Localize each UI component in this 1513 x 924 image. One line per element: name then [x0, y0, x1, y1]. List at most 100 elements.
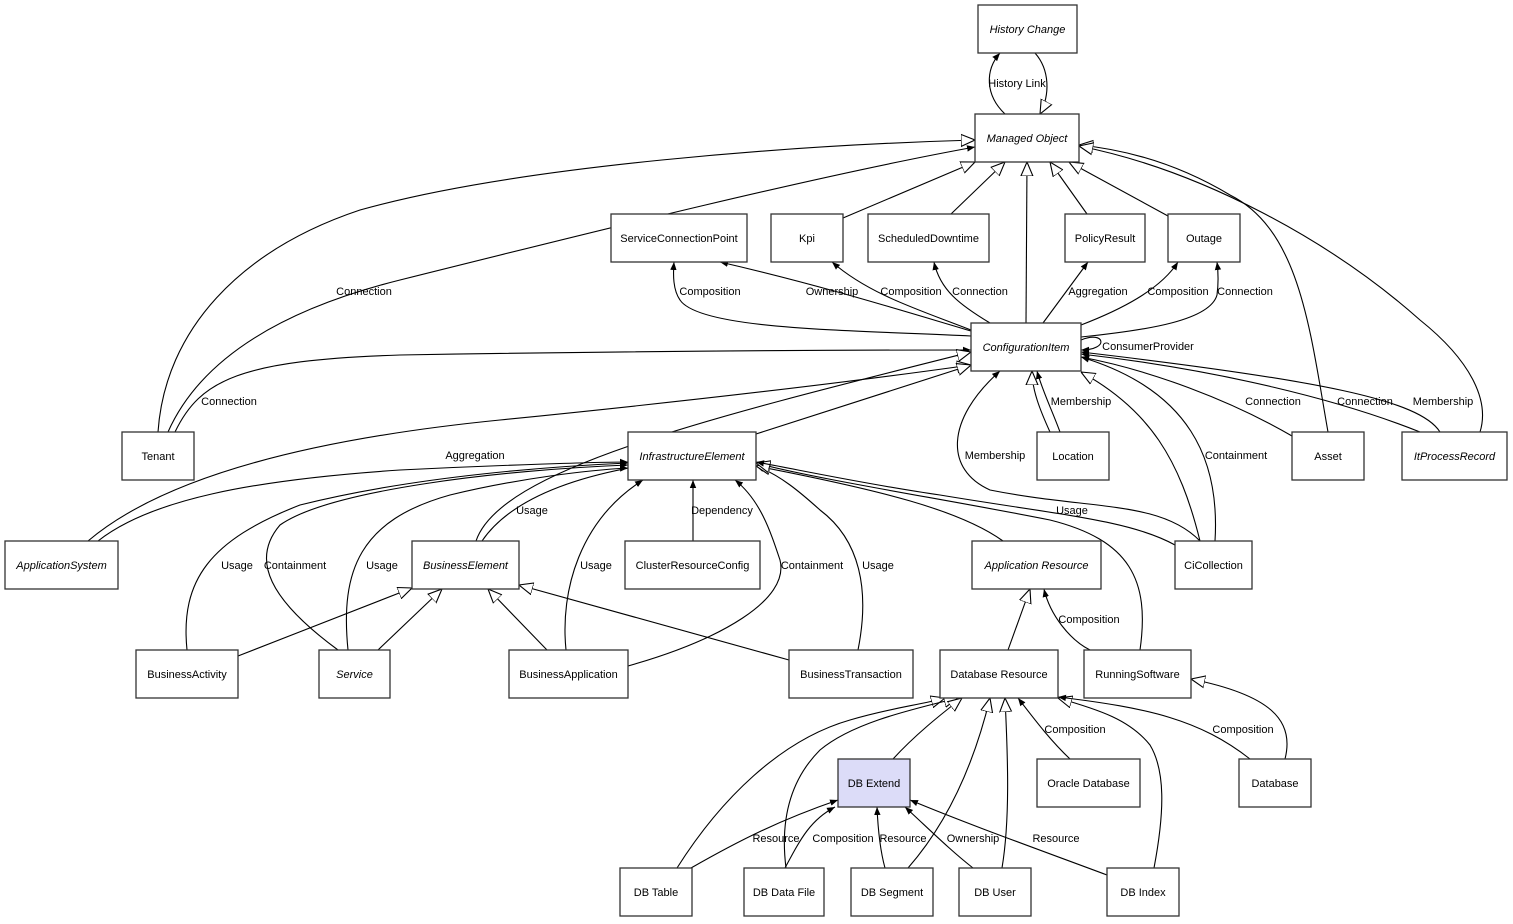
class-node-dbuser[interactable]: DB User: [958, 867, 1032, 917]
class-box[interactable]: [1238, 758, 1312, 808]
class-node-cicollection[interactable]: CiCollection: [1174, 540, 1253, 590]
association-edge-ci-to-ci: [1080, 336, 1102, 354]
class-name: Database Resource: [950, 669, 1047, 681]
class-node-dbtable[interactable]: DB Table: [619, 867, 693, 917]
filled-arrow-icon: [265, 462, 629, 651]
class-box[interactable]: [508, 649, 629, 699]
class-node-infra[interactable]: InfrastructureElement: [627, 431, 757, 481]
class-node-scp[interactable]: ServiceConnectionPoint: [610, 213, 748, 263]
filled-arrow-icon: [690, 799, 839, 869]
class-box[interactable]: [971, 540, 1102, 590]
class-node-asset[interactable]: Asset: [1291, 431, 1365, 481]
class-node-running[interactable]: RunningSoftware: [1083, 649, 1192, 699]
inheritance-edge-itprocess-to-managedobject: [1079, 146, 1484, 433]
class-box[interactable]: [1167, 213, 1241, 263]
class-box[interactable]: [850, 867, 934, 917]
class-node-outage[interactable]: Outage: [1167, 213, 1241, 263]
class-name: Application Resource: [984, 560, 1089, 572]
class-box[interactable]: [939, 649, 1059, 699]
class-node-dbsegment[interactable]: DB Segment: [850, 867, 934, 917]
edge-label: Connection: [336, 286, 392, 298]
filled-arrow-icon: [874, 806, 886, 869]
hollow-triangle-arrow-icon: [676, 698, 945, 869]
association-edge-biztrans-to-infra: [755, 465, 864, 651]
class-node-location[interactable]: Location: [1036, 431, 1110, 481]
class-box[interactable]: [974, 113, 1080, 163]
class-name: InfrastructureElement: [639, 451, 745, 463]
inheritance-edge-cicollection-to-ci: [1081, 372, 1201, 542]
association-edge-managedobject-to-historychange: [988, 52, 1006, 115]
class-node-service[interactable]: Service: [318, 649, 391, 699]
class-box[interactable]: [1106, 867, 1180, 917]
class-box[interactable]: [619, 867, 693, 917]
class-box[interactable]: [837, 758, 911, 808]
filled-arrow-icon: [1080, 356, 1217, 542]
class-node-managedobject[interactable]: Managed Object: [974, 113, 1080, 163]
class-node-dbextend[interactable]: DB Extend: [837, 758, 911, 808]
hollow-triangle-arrow-icon: [488, 589, 548, 651]
edge-label: Connection: [1217, 286, 1273, 298]
hollow-triangle-arrow-icon: [1058, 698, 1163, 869]
class-box[interactable]: [624, 540, 761, 590]
class-box[interactable]: [411, 540, 520, 590]
class-node-dbres[interactable]: Database Resource: [939, 649, 1059, 699]
class-box[interactable]: [627, 431, 757, 481]
edge-label: Composition: [1044, 724, 1105, 736]
association-edge-itprocess-to-ci: [1080, 349, 1441, 433]
class-box[interactable]: [970, 322, 1082, 372]
filled-arrow-icon: [988, 52, 1006, 115]
class-box[interactable]: [121, 431, 195, 481]
class-node-appres[interactable]: Application Resource: [971, 540, 1102, 590]
class-node-policy[interactable]: PolicyResult: [1064, 213, 1146, 263]
association-edge-bizactivity-to-infra: [185, 460, 629, 651]
filled-arrow-icon: [1042, 261, 1089, 324]
class-node-biztrans[interactable]: BusinessTransaction: [788, 649, 914, 699]
class-name: RunningSoftware: [1095, 669, 1179, 681]
class-name: Managed Object: [987, 133, 1069, 145]
hollow-triangle-arrow-icon: [1069, 162, 1169, 217]
class-node-oracle[interactable]: Oracle Database: [1036, 758, 1141, 808]
class-node-historychange[interactable]: History Change: [977, 4, 1078, 54]
class-node-scheduled[interactable]: ScheduledDowntime: [867, 213, 990, 263]
class-box[interactable]: [1083, 649, 1192, 699]
class-node-bizelement[interactable]: BusinessElement: [411, 540, 520, 590]
class-box[interactable]: [1036, 431, 1110, 481]
class-box[interactable]: [135, 649, 239, 699]
class-name: BusinessElement: [423, 560, 509, 572]
class-box[interactable]: [770, 213, 844, 263]
class-node-database[interactable]: Database: [1238, 758, 1312, 808]
class-node-kpi[interactable]: Kpi: [770, 213, 844, 263]
class-node-dbdatafile[interactable]: DB Data File: [743, 867, 825, 917]
filled-arrow-icon: [719, 260, 972, 332]
class-node-dbindex[interactable]: DB Index: [1106, 867, 1180, 917]
filled-arrow-icon: [167, 145, 976, 433]
edge-label: Composition: [1212, 724, 1273, 736]
class-name: DB Extend: [848, 778, 901, 790]
class-box[interactable]: [318, 649, 391, 699]
class-box[interactable]: [743, 867, 825, 917]
edge-label: Ownership: [806, 286, 859, 298]
class-box[interactable]: [4, 540, 119, 590]
class-box[interactable]: [1401, 431, 1508, 481]
class-box[interactable]: [1174, 540, 1253, 590]
class-box[interactable]: [867, 213, 990, 263]
class-node-bizactivity[interactable]: BusinessActivity: [135, 649, 239, 699]
filled-arrow-icon: [1042, 588, 1091, 651]
class-box[interactable]: [1064, 213, 1146, 263]
hollow-triangle-arrow-icon: [237, 588, 412, 657]
class-node-appsystem[interactable]: ApplicationSystem: [4, 540, 119, 590]
filled-arrow-icon: [670, 261, 972, 337]
class-box[interactable]: [958, 867, 1032, 917]
class-box[interactable]: [1291, 431, 1365, 481]
class-node-itprocess[interactable]: ItProcessRecord: [1401, 431, 1508, 481]
edge-label: Composition: [812, 833, 873, 845]
class-node-bizapp[interactable]: BusinessApplication: [508, 649, 629, 699]
class-node-cluster[interactable]: ClusterResourceConfig: [624, 540, 761, 590]
inheritance-edge-appsystem-to-ci: [87, 365, 971, 542]
class-node-ci[interactable]: ConfigurationItem: [970, 322, 1082, 372]
class-box[interactable]: [977, 4, 1078, 54]
class-box[interactable]: [1036, 758, 1141, 808]
class-node-tenant[interactable]: Tenant: [121, 431, 195, 481]
class-box[interactable]: [610, 213, 748, 263]
class-box[interactable]: [788, 649, 914, 699]
